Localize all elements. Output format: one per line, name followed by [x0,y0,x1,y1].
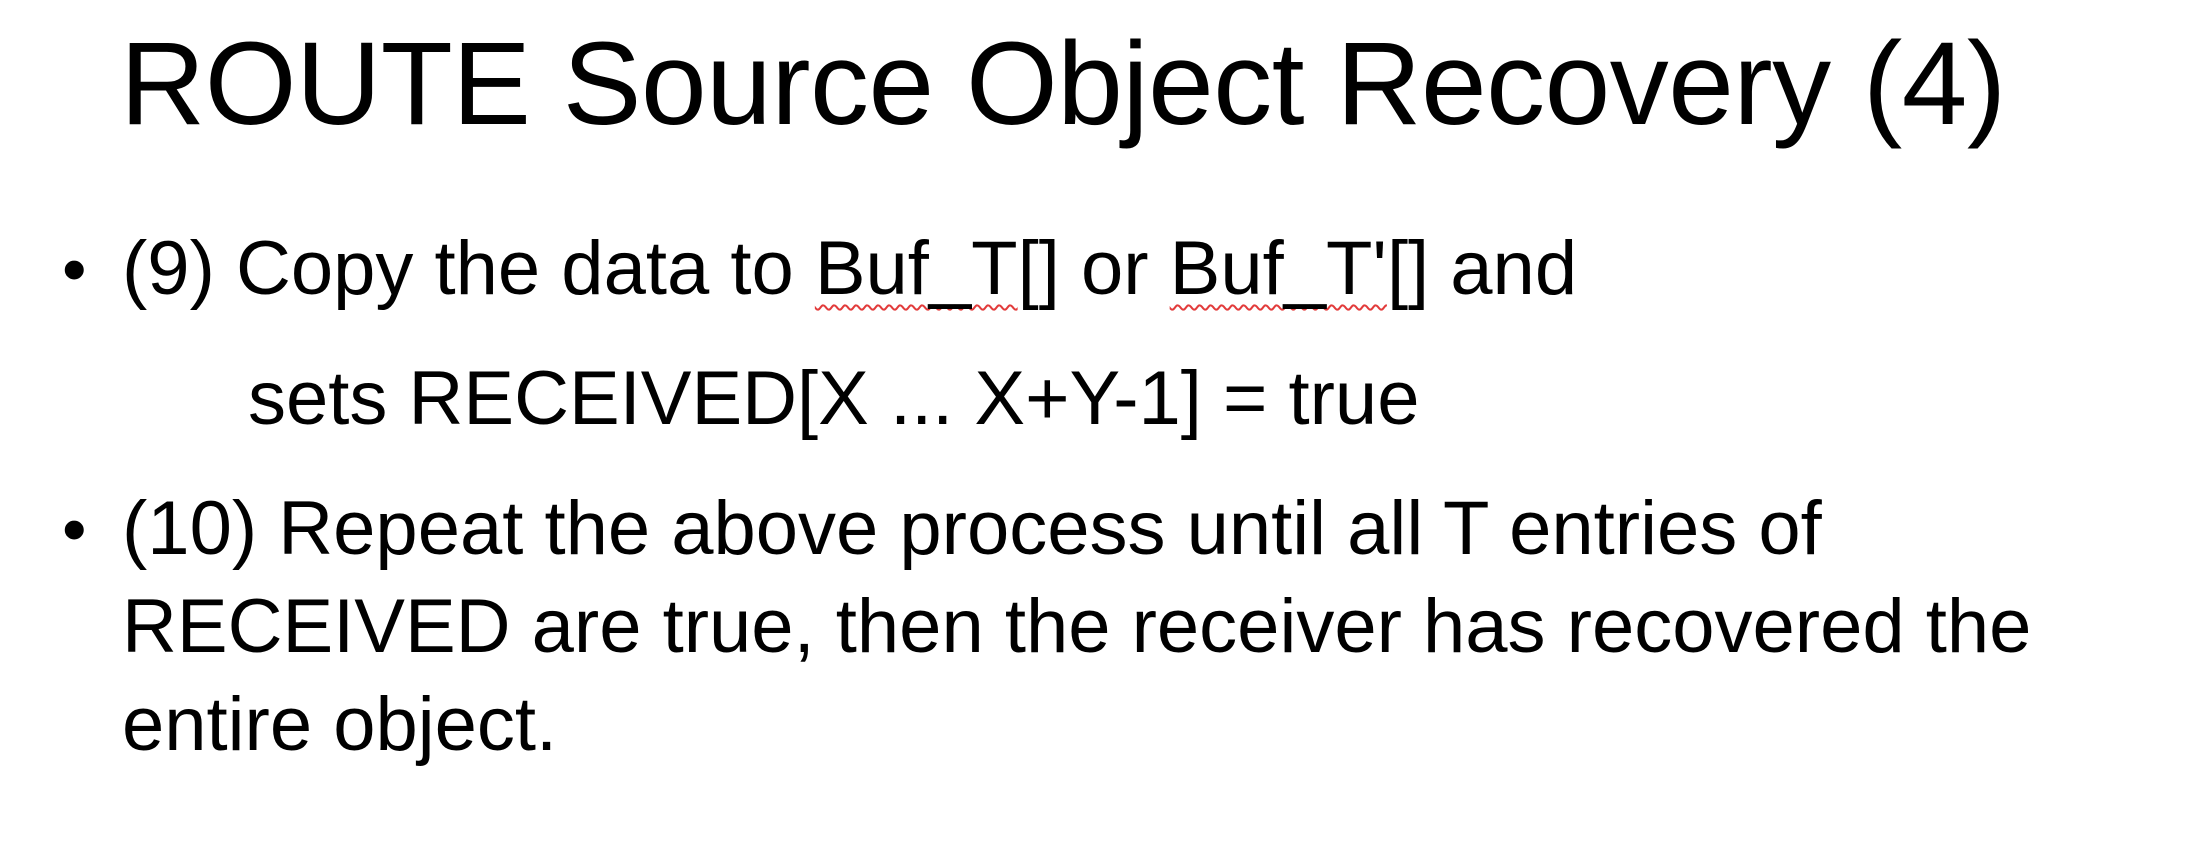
bullet-line: (9) Copy the data to Buf_T[] or Buf_T'[]… [122,220,2160,318]
bullet-marker: • [62,490,87,568]
bullet-text: (9) Copy the data to [122,226,815,311]
slide-body: • (9) Copy the data to Buf_T[] or Buf_T'… [60,220,2160,774]
bullet-item: • (10) Repeat the above process until al… [60,480,2160,774]
bullet-text: [] or [1017,226,1170,311]
misspelled-word: Buf_T [814,226,1018,311]
misspelled-word: Buf_T' [1169,226,1387,311]
bullet-text: (10) Repeat the above process until all … [122,486,2032,767]
bullet-text: [] and [1386,226,1578,311]
bullet-continuation-line: sets RECEIVED[X ... X+Y-1] = true [248,356,1420,441]
bullet-marker: • [62,230,87,308]
bullet-item: • (9) Copy the data to Buf_T[] or Buf_T'… [60,220,2160,448]
slide-title: ROUTE Source Object Recovery (4) [120,18,2006,150]
